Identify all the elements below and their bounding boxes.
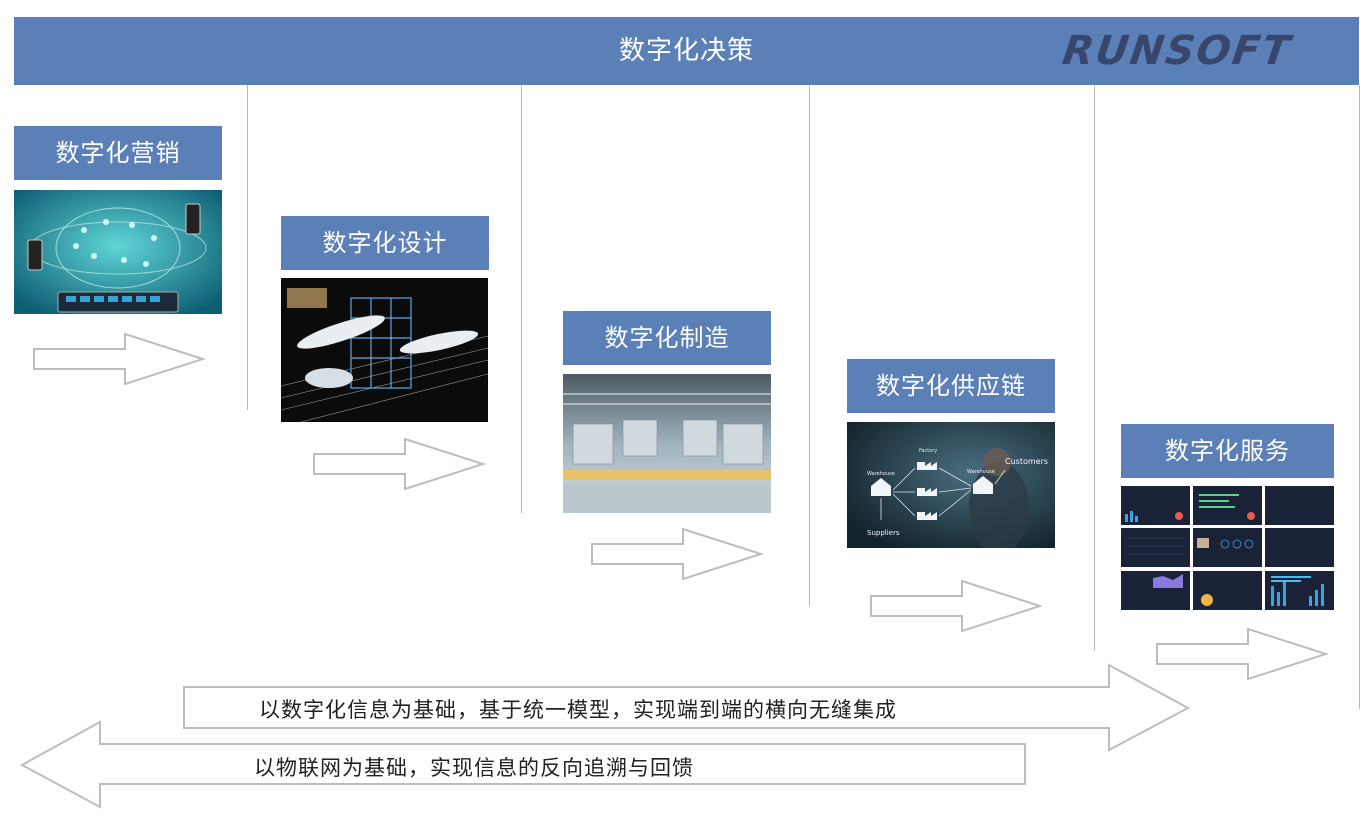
column-divider — [1094, 85, 1095, 651]
backward-flow-arrow — [19, 720, 1026, 809]
warehouse-caption: Warehouse — [967, 469, 995, 475]
forward-flow-arrow — [183, 663, 1191, 752]
column-divider — [247, 85, 248, 410]
manufacturing-image — [563, 374, 771, 513]
stage-label-marketing: 数字化营销 — [14, 126, 222, 180]
step-arrow-5 — [1156, 628, 1328, 680]
step-arrow-4 — [870, 580, 1042, 632]
step-arrow-2 — [313, 438, 485, 490]
step-arrow-3 — [591, 528, 763, 580]
stage-label-service: 数字化服务 — [1121, 424, 1334, 478]
design-image — [281, 278, 488, 422]
forward-flow-text: 以数字化信息为基础，基于统一模型，实现端到端的横向无缝集成 — [259, 698, 897, 722]
step-arrow-1 — [33, 333, 205, 385]
warehouse-caption: Warehouse — [867, 471, 895, 477]
factory-caption: Factory — [919, 448, 937, 454]
suppliers-caption: Suppliers — [867, 529, 900, 537]
supply-chain-image: Factory Warehouse Warehouse Customers Su… — [847, 422, 1055, 548]
marketing-image — [14, 190, 222, 314]
header-title: 数字化决策 — [618, 36, 754, 66]
column-divider — [809, 85, 810, 606]
column-divider — [1359, 85, 1360, 709]
stage-label-supply-chain: 数字化供应链 — [847, 359, 1055, 413]
service-dashboard-image — [1121, 486, 1334, 610]
column-divider — [521, 85, 522, 513]
stage-label-design: 数字化设计 — [281, 216, 489, 270]
customers-caption: Customers — [1005, 457, 1048, 466]
header-bar: 数字化决策 RUNSOFT — [14, 17, 1359, 85]
backward-flow-text: 以物联网为基础，实现信息的反向追溯与回馈 — [254, 756, 694, 780]
stage-label-manufacturing: 数字化制造 — [563, 311, 771, 365]
